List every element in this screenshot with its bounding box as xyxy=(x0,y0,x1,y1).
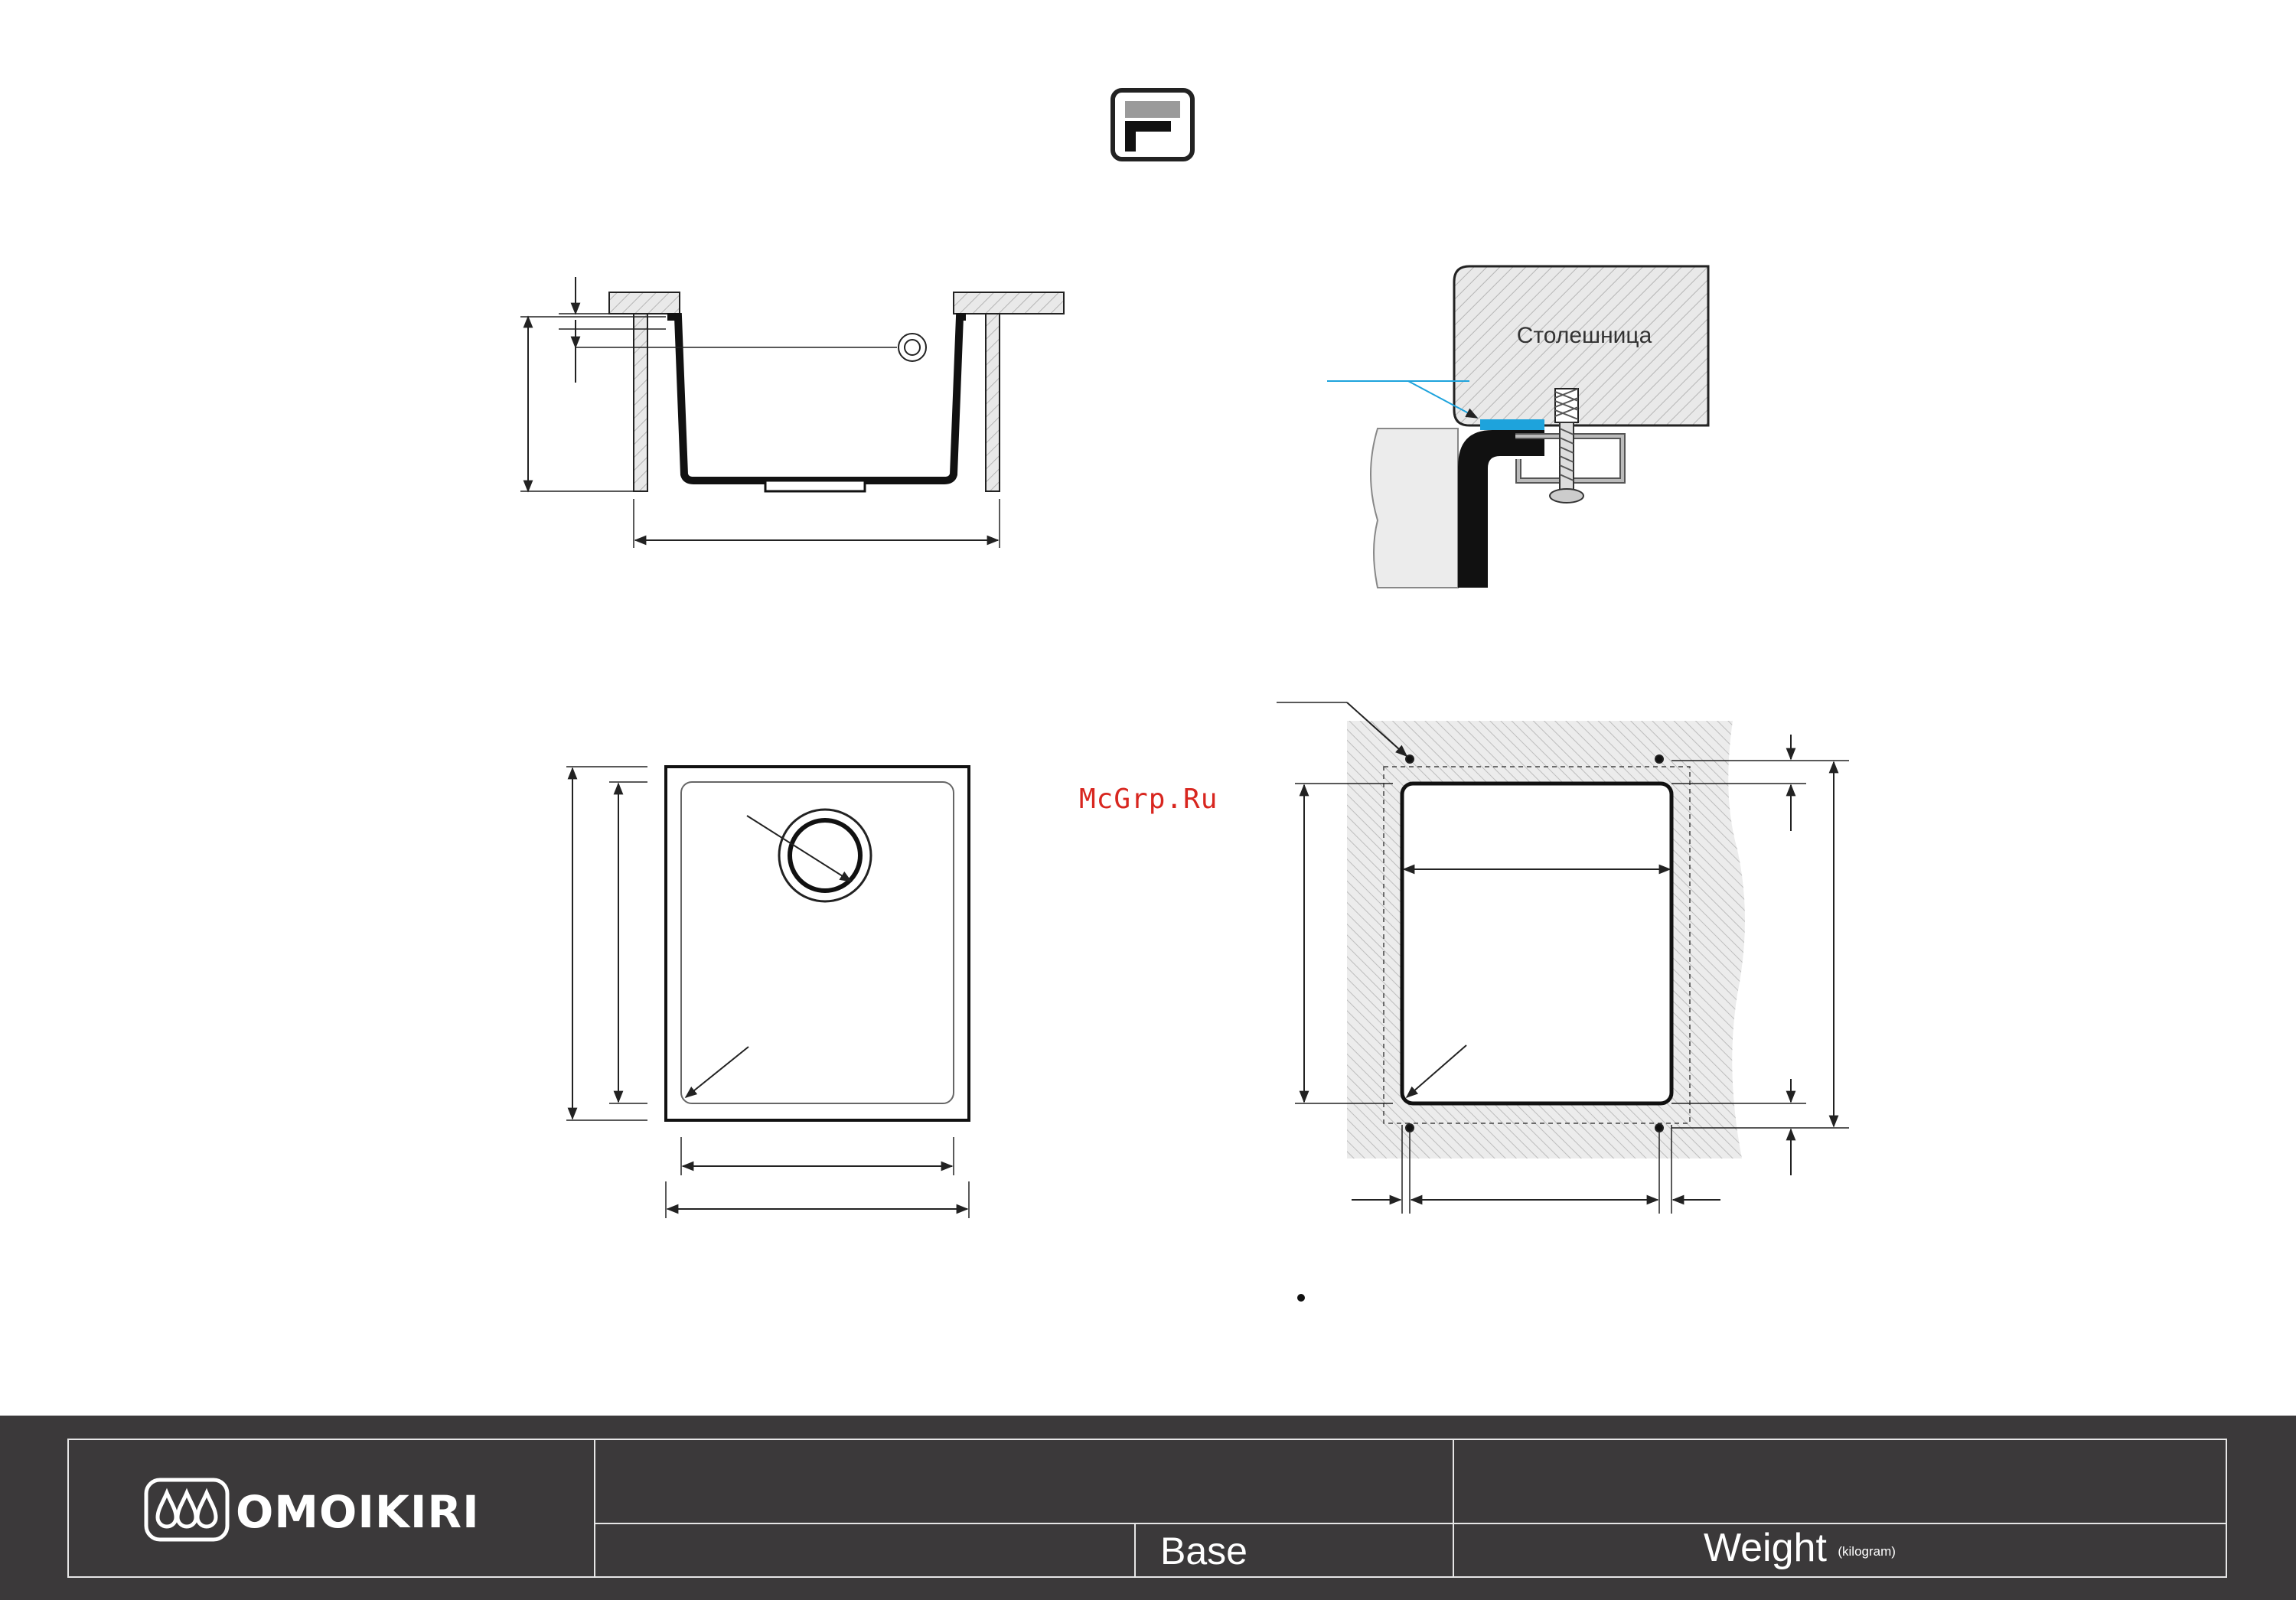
title-block-divider xyxy=(1453,1439,1454,1578)
watermark-text: McGrp.Ru xyxy=(1079,784,1218,815)
undermount-mount-icon xyxy=(1110,88,1195,161)
cutout-view xyxy=(1277,702,1849,1214)
base-label: Base xyxy=(1160,1530,1247,1572)
omoikiri-drops-logo-icon xyxy=(144,1478,230,1542)
weight-label: Weight (kilogram) xyxy=(1704,1525,1896,1571)
title-block-divider xyxy=(594,1523,2227,1524)
sink-section-view xyxy=(520,277,1065,548)
brand-name: OMOIKIRI xyxy=(236,1486,480,1538)
footer-bar xyxy=(0,1416,2296,1600)
note-bullet xyxy=(1297,1294,1305,1302)
countertop-label: Столешница xyxy=(1517,323,1652,348)
weight-text: Weight xyxy=(1704,1526,1827,1570)
title-block-divider xyxy=(594,1439,595,1578)
sink-top-view xyxy=(566,765,970,1218)
title-block-divider xyxy=(1134,1523,1136,1578)
title-block xyxy=(67,1439,2227,1578)
mounting-detail: Столешница xyxy=(1327,265,1710,588)
weight-unit: (kilogram) xyxy=(1838,1544,1896,1559)
